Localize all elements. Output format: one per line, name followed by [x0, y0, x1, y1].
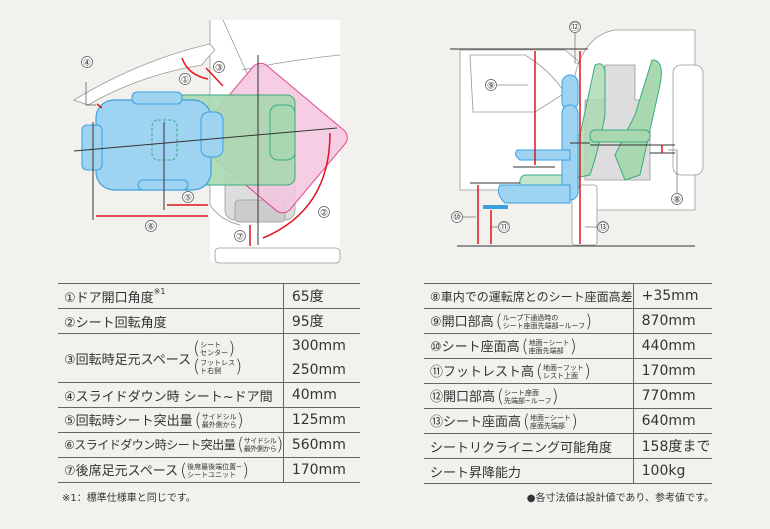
row-value: 158度まで: [632, 433, 712, 459]
note-line: シート座面先端部~ルーフ: [502, 322, 586, 331]
row-label: ⑨開口部高: [430, 314, 494, 330]
label-5: ⑤: [184, 194, 192, 204]
table-row: ⑫開口部高(シート座面先端部~ルーフ) 770mm: [424, 383, 712, 409]
table-row: シート昇降能力 100kg: [424, 458, 712, 484]
table-row: ①ドア開口角度※1 65度: [58, 283, 360, 309]
diagram-right-labels: ⑫ ⑨ ⑩ ⑪ ⑬ ⑧: [451, 21, 683, 233]
note-line: シート: [200, 341, 222, 349]
note-line: ループ下通過時の: [502, 314, 559, 323]
note-line: シート座面: [504, 389, 540, 398]
label-8: ⑧: [673, 196, 681, 206]
right-spec-table: ⑧車内での運転席とのシート座面高差 +35mm ⑨開口部高(ループ下通過時のシー…: [424, 283, 712, 484]
note-line: センター: [200, 349, 229, 357]
label-10: ⑩: [453, 213, 461, 223]
row-value: 170mm: [282, 457, 360, 483]
row-label: ⑦後席足元スペース: [64, 463, 179, 479]
row-value: 95度: [282, 308, 360, 334]
row-label: ⑧車内での運転席とのシート座面高差: [424, 283, 634, 309]
row-label: ③回転時足元スペース: [64, 352, 192, 368]
row-value: 560mm: [282, 432, 360, 458]
row-value: 100kg: [632, 458, 712, 484]
label-1: ①: [181, 76, 189, 86]
diagram-left-labels: ④ ① ③ ② ⑤ ⑥ ⑦: [81, 56, 330, 243]
note-line: 地面~フット: [543, 364, 584, 373]
note-line: サイドシル: [243, 437, 277, 446]
note-line: 最外側から: [201, 421, 237, 430]
table-row: シートリクライニング可能角度 158度まで: [424, 433, 712, 459]
note-line: 後席最後端位置~: [187, 463, 243, 472]
row-label: ⑪フットレスト高: [430, 364, 535, 380]
label-4: ④: [83, 59, 91, 69]
row-value: 40mm: [282, 382, 360, 408]
table-row: ⑦後席足元スペース(後席最後端位置~シートユニット) 170mm: [58, 457, 360, 483]
table-row: ②シート回転角度 95度: [58, 308, 360, 334]
row-value: 770mm: [632, 383, 712, 409]
seat-side-view-diagram: ⑫ ⑨ ⑩ ⑪ ⑬ ⑧: [440, 15, 705, 265]
row-value: +35mm: [632, 283, 712, 309]
label-13: ⑬: [598, 222, 607, 233]
row-value: 65度: [282, 283, 360, 309]
row-label: ⑩シート座面高: [430, 339, 520, 355]
row-label: ①ドア開口角度: [64, 290, 154, 306]
label-6: ⑥: [147, 223, 155, 233]
label-3: ③: [215, 64, 223, 74]
footnote-ref: ※1: [153, 286, 166, 296]
row-value: 870mm: [632, 308, 712, 334]
right-footnote: ●各寸法値は設計値であり、参考値です。: [526, 493, 714, 504]
row-value: 170mm: [632, 358, 712, 384]
seat-rotation-top-view-diagram: ④ ① ③ ② ⑤ ⑥ ⑦: [60, 20, 350, 265]
table-row: ④スライドダウン時 シート~ドア間 40mm: [58, 382, 360, 408]
row-label: ⑥スライドダウン時シート突出量: [64, 437, 236, 452]
row-value: 250mm: [291, 362, 346, 378]
note-line: 先端部~ルーフ: [504, 397, 552, 406]
note-line: 地面~シート: [528, 339, 570, 348]
label-12: ⑫: [570, 22, 579, 33]
row-value: 640mm: [632, 408, 712, 434]
label-11: ⑪: [499, 222, 508, 233]
row-value: 440mm: [632, 333, 712, 359]
label-2: ②: [320, 209, 328, 219]
table-row: ⑤回転時シート突出量(サイドシル最外側から) 125mm: [58, 407, 360, 433]
note-line: シートユニット: [187, 471, 237, 480]
note-line: 座面先端部: [530, 422, 566, 431]
left-spec-table: ①ドア開口角度※1 65度 ②シート回転角度 95度 ③回転時足元スペース (シ…: [58, 283, 360, 483]
row-label: ⑤回転時シート突出量: [64, 413, 193, 429]
table-row: ⑩シート座面高(地面~シート座面先端部) 440mm: [424, 333, 712, 359]
table-row: ⑬シート座面高(地面~シート座面先端部) 640mm: [424, 408, 712, 434]
note-line: 最外側から: [243, 445, 277, 454]
row-label: ⑬シート座面高: [430, 414, 522, 430]
note-line: レスト上面: [543, 372, 579, 381]
note-line: サイドシル: [201, 413, 237, 422]
row-value: 300mm: [291, 338, 346, 354]
note-line: 地面~シート: [530, 414, 571, 423]
label-7: ⑦: [236, 233, 244, 243]
row-label: ⑫開口部高: [430, 389, 496, 405]
label-9: ⑨: [487, 82, 495, 92]
note-line: フットレス: [200, 359, 236, 367]
row-label: ②シート回転角度: [58, 308, 284, 334]
table-row: ⑥スライドダウン時シート突出量(サイドシル最外側から) 560mm: [58, 432, 360, 458]
note-line: ト右側: [200, 367, 222, 375]
row-label: ④スライドダウン時 シート~ドア間: [58, 382, 284, 408]
row-label: シート昇降能力: [424, 458, 634, 484]
note-line: 座面先端部: [528, 347, 564, 356]
table-row: ⑪フットレスト高(地面~フットレスト上面) 170mm: [424, 358, 712, 384]
left-footnote: ※1：標準仕様車と同じです。: [62, 493, 196, 504]
row-label: シートリクライニング可能角度: [424, 433, 634, 459]
table-row: ⑧車内での運転席とのシート座面高差 +35mm: [424, 283, 712, 309]
row-value: 125mm: [282, 407, 360, 433]
table-row: ⑨開口部高(ループ下通過時のシート座面先端部~ルーフ) 870mm: [424, 308, 712, 334]
